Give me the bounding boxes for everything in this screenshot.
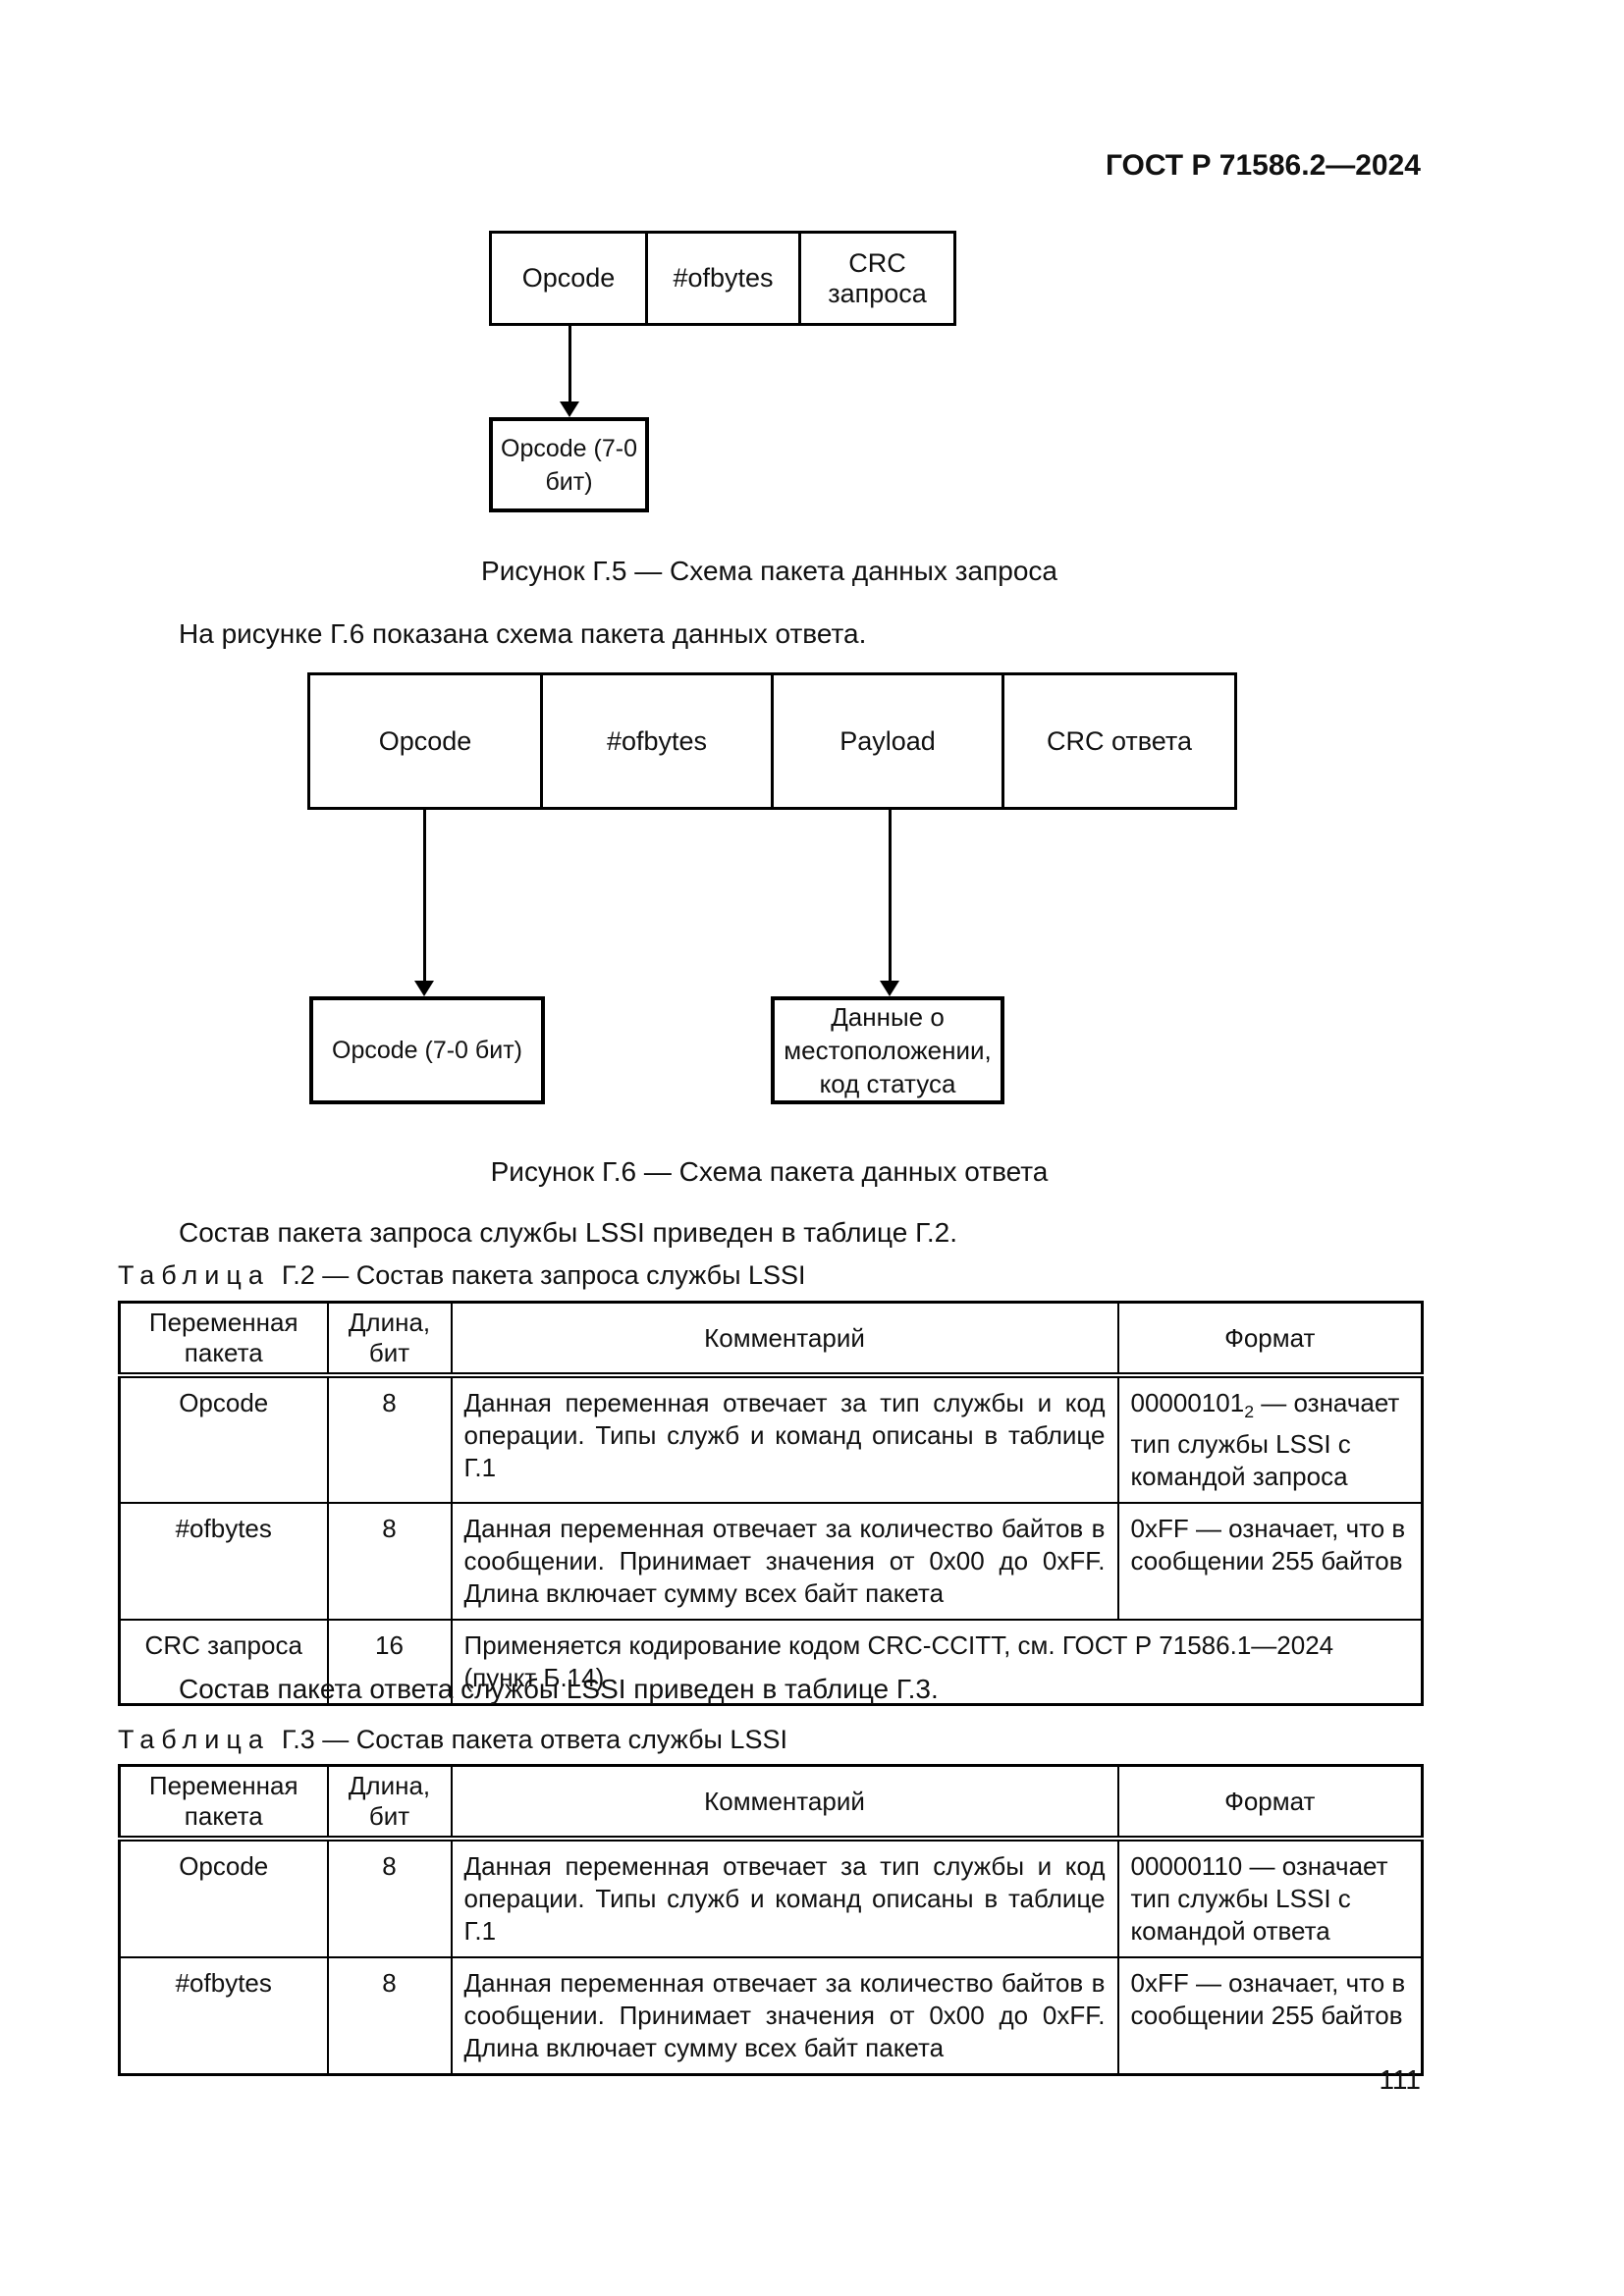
figure-g6-packet-row: Opcode #ofbytes Payload CRC ответа bbox=[307, 672, 1240, 810]
table-g2-caption: Таблица Г.2 — Состав пакета запроса служб… bbox=[118, 1260, 806, 1291]
table-row: #ofbytes 8 Данная переменная отвечает за… bbox=[118, 1956, 1424, 2076]
table-caption-text: Г.2 — Состав пакета запроса службы LSSI bbox=[281, 1260, 806, 1290]
col-header-length: Длина, бит bbox=[326, 1764, 453, 1842]
cell-length: 8 bbox=[326, 1838, 453, 1958]
cell-variable: #ofbytes bbox=[118, 1956, 329, 2076]
cell-comment: Данная переменная отвечает за тип службы… bbox=[450, 1838, 1119, 1958]
table-caption-word: Таблица bbox=[118, 1725, 270, 1754]
paragraph-intro-table-g3: Состав пакета ответа службы LSSI приведе… bbox=[179, 1674, 939, 1704]
figure-g5-caption: Рисунок Г.5 — Схема пакета данных запрос… bbox=[481, 556, 1057, 586]
table-row: Opcode 8 Данная переменная отвечает за т… bbox=[118, 1838, 1424, 1958]
table-caption-text: Г.3 — Состав пакета ответа службы LSSI bbox=[281, 1725, 787, 1754]
col-header-comment: Комментарий bbox=[450, 1301, 1119, 1378]
table-header-row: Переменная пакета Длина, бит Комментарий… bbox=[118, 1301, 1424, 1378]
page-number: 111 bbox=[1379, 2064, 1421, 2095]
table-row: CRC запроса 16 Применяется кодирование к… bbox=[118, 1619, 1424, 1706]
cell-length: 8 bbox=[326, 1956, 453, 2076]
cell-format: 00000110 — означает тип службы LSSI с ко… bbox=[1116, 1838, 1424, 1958]
table-row: #ofbytes 8 Данная переменная отвечает за… bbox=[118, 1502, 1424, 1622]
doc-number: ГОСТ Р 71586.2—2024 bbox=[1105, 149, 1421, 182]
col-header-variable: Переменная пакета bbox=[118, 1301, 329, 1378]
packet-box-opcode: Opcode bbox=[307, 672, 543, 810]
cell-variable: Opcode bbox=[118, 1373, 329, 1505]
table-g3-wrap: Переменная пакета Длина, бит Комментарий… bbox=[118, 1764, 1424, 2076]
col-header-length: Длина, бит bbox=[326, 1301, 453, 1378]
packet-box-ofbytes: #ofbytes bbox=[540, 672, 774, 810]
table-caption-word: Таблица bbox=[118, 1260, 270, 1290]
col-header-format: Формат bbox=[1116, 1301, 1424, 1378]
packet-box-crc-response: CRC ответа bbox=[1001, 672, 1237, 810]
paragraph-intro-g6: На рисунке Г.6 показана схема пакета дан… bbox=[179, 618, 867, 649]
cell-format: 0xFF — означает, что в сообщении 255 бай… bbox=[1116, 1956, 1424, 2076]
table-g3: Переменная пакета Длина, бит Комментарий… bbox=[118, 1764, 1424, 2076]
cell-format: 000001012 — означает тип службы LSSI с к… bbox=[1116, 1373, 1424, 1505]
col-header-format: Формат bbox=[1116, 1764, 1424, 1842]
cell-variable: CRC запроса bbox=[118, 1619, 329, 1706]
figure-g5: Opcode #ofbytes CRC запроса Opcode (7-0 … bbox=[489, 231, 962, 515]
figure-g6: Opcode #ofbytes Payload CRC ответа Opcod… bbox=[307, 672, 1240, 1109]
figure-g6-caption: Рисунок Г.6 — Схема пакета данных ответа bbox=[490, 1156, 1049, 1187]
table-row: Opcode 8 Данная переменная отвечает за т… bbox=[118, 1373, 1424, 1505]
cell-comment: Данная переменная отвечает за тип службы… bbox=[450, 1373, 1119, 1505]
table-g3-caption: Таблица Г.3 — Состав пакета ответа службы… bbox=[118, 1725, 787, 1755]
down-arrow-icon bbox=[414, 810, 434, 996]
detail-box-location-data: Данные о местоположении, код статуса bbox=[771, 996, 1004, 1104]
cell-variable: #ofbytes bbox=[118, 1502, 329, 1622]
cell-length: 8 bbox=[326, 1373, 453, 1505]
packet-box-crc-request: CRC запроса bbox=[798, 231, 956, 326]
cell-format: 0xFF — означает, что в сообщении 255 бай… bbox=[1116, 1502, 1424, 1622]
packet-box-payload: Payload bbox=[771, 672, 1004, 810]
cell-length: 16 bbox=[326, 1619, 453, 1706]
detail-box-opcode-bits: Opcode (7-0 бит) bbox=[309, 996, 545, 1104]
table-g2-wrap: Переменная пакета Длина, бит Комментарий… bbox=[118, 1301, 1424, 1707]
cell-comment: Данная переменная отвечает за количество… bbox=[450, 1502, 1119, 1622]
table-g2: Переменная пакета Длина, бит Комментарий… bbox=[118, 1301, 1424, 1707]
col-header-variable: Переменная пакета bbox=[118, 1764, 329, 1842]
cell-comment-spanning: Применяется кодирование кодом CRC-CCITT,… bbox=[450, 1619, 1424, 1706]
figure-g5-packet-row: Opcode #ofbytes CRC запроса bbox=[489, 231, 962, 326]
table-header-row: Переменная пакета Длина, бит Комментарий… bbox=[118, 1764, 1424, 1842]
cell-variable: Opcode bbox=[118, 1838, 329, 1958]
detail-box-opcode-bits: Opcode (7-0 бит) bbox=[489, 417, 649, 512]
col-header-comment: Комментарий bbox=[450, 1764, 1119, 1842]
packet-box-ofbytes: #ofbytes bbox=[645, 231, 801, 326]
down-arrow-icon bbox=[880, 810, 899, 996]
cell-length: 8 bbox=[326, 1502, 453, 1622]
packet-box-opcode: Opcode bbox=[489, 231, 648, 326]
cell-comment: Данная переменная отвечает за количество… bbox=[450, 1956, 1119, 2076]
down-arrow-icon bbox=[560, 326, 579, 417]
paragraph-intro-table-g2: Состав пакета запроса службы LSSI привед… bbox=[179, 1217, 958, 1248]
